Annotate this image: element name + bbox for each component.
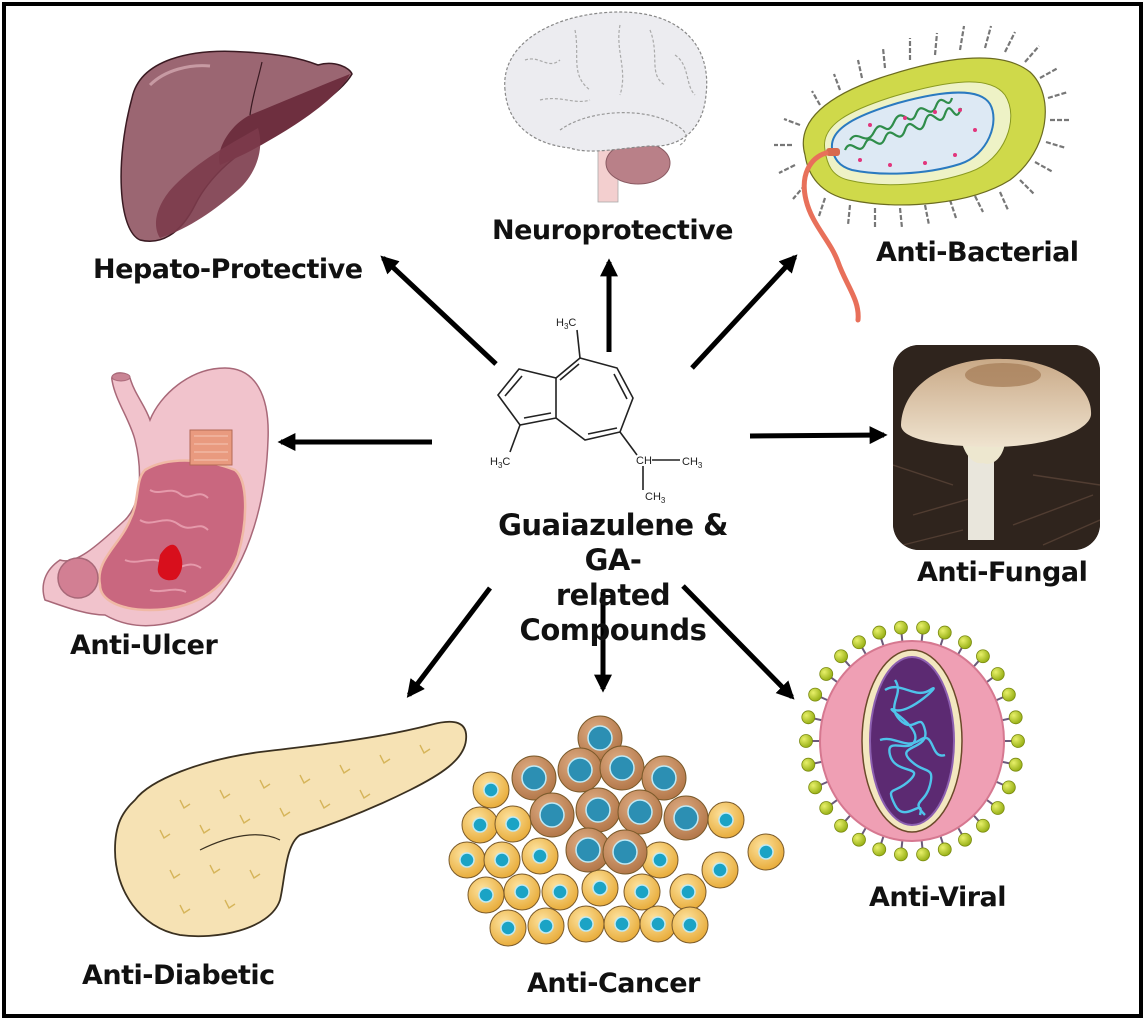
virus-spike bbox=[852, 635, 866, 650]
virus-spike bbox=[1008, 757, 1023, 772]
arrow-to-hepato bbox=[380, 255, 498, 366]
virus-spike bbox=[990, 801, 1005, 815]
virus-spike bbox=[937, 625, 952, 640]
normal-cell bbox=[567, 905, 605, 943]
label-anti-ulcer: Anti-Ulcer bbox=[70, 630, 218, 661]
bacterium-icon bbox=[774, 25, 1070, 323]
center-label-line1: Guaiazulene & GA- bbox=[498, 508, 728, 577]
arrow-to-bacterial bbox=[690, 254, 798, 370]
virus-spike bbox=[799, 734, 813, 748]
pancreas-icon bbox=[114, 720, 467, 938]
virus-spike bbox=[1008, 710, 1023, 725]
virus-spike bbox=[834, 649, 848, 664]
virus-spike bbox=[894, 620, 908, 635]
label-hepato-protective: Hepato-Protective bbox=[93, 254, 363, 285]
arrow-to-diabetic bbox=[406, 586, 492, 698]
normal-cell bbox=[483, 841, 521, 879]
isopropyl-ch3-down-label: CH3 bbox=[645, 491, 666, 505]
methyl-top-label: H3C bbox=[556, 317, 576, 331]
cancer-cell bbox=[641, 755, 687, 801]
virus-spike bbox=[1001, 687, 1016, 702]
normal-cell bbox=[494, 805, 532, 843]
virus-spike bbox=[819, 667, 834, 681]
virus-spike bbox=[872, 842, 887, 857]
normal-cell bbox=[467, 876, 505, 914]
center-label-line2: related Compounds bbox=[519, 578, 707, 647]
virus-spike bbox=[958, 635, 972, 650]
guaiazulene-structure bbox=[496, 329, 680, 490]
normal-cell bbox=[527, 907, 565, 945]
normal-cell bbox=[747, 833, 785, 871]
cancer-cell bbox=[575, 787, 621, 833]
virus-spike bbox=[852, 832, 866, 847]
virus-spike bbox=[976, 649, 990, 664]
virus-spike bbox=[1011, 734, 1025, 748]
normal-cell bbox=[448, 841, 486, 879]
normal-cell bbox=[541, 873, 579, 911]
label-anti-diabetic: Anti-Diabetic bbox=[82, 960, 275, 991]
mushroom-photo bbox=[893, 345, 1100, 550]
cancer-cell bbox=[602, 829, 648, 875]
mushroom-icon bbox=[893, 345, 1100, 550]
center-compound-label: Guaiazulene & GA- related Compounds bbox=[468, 508, 758, 648]
cancer-cell bbox=[663, 795, 709, 841]
virus-spike bbox=[916, 620, 930, 635]
label-anti-fungal: Anti-Fungal bbox=[917, 557, 1088, 588]
virus-spike bbox=[819, 801, 834, 815]
normal-cell bbox=[639, 905, 677, 943]
isopropyl-ch3-right-label: CH3 bbox=[682, 456, 703, 470]
label-anti-viral: Anti-Viral bbox=[869, 882, 1007, 913]
cancer-cell bbox=[529, 792, 575, 838]
normal-cell bbox=[701, 851, 739, 889]
normal-cell bbox=[489, 909, 527, 947]
virus-spike bbox=[894, 847, 908, 862]
virus-spike bbox=[916, 847, 930, 862]
label-anti-bacterial: Anti-Bacterial bbox=[876, 237, 1079, 268]
virus-spike bbox=[958, 832, 972, 847]
virus-spike bbox=[801, 757, 816, 772]
normal-cell bbox=[671, 906, 709, 944]
virus-spike bbox=[1001, 780, 1016, 795]
normal-cell bbox=[461, 806, 499, 844]
normal-cell bbox=[503, 873, 541, 911]
virus-spike bbox=[808, 780, 823, 795]
isopropyl-ch-label: CH bbox=[636, 455, 652, 467]
virus-spike bbox=[976, 818, 990, 833]
normal-cell bbox=[581, 869, 619, 907]
cancer-cell bbox=[511, 755, 557, 801]
normal-cell bbox=[641, 841, 679, 879]
cancer-cells-icon bbox=[448, 715, 785, 947]
virus-spike bbox=[834, 818, 848, 833]
virus-spike bbox=[808, 687, 823, 702]
cancer-cell bbox=[565, 827, 611, 873]
normal-cell bbox=[472, 771, 510, 809]
normal-cell bbox=[521, 837, 559, 875]
arrow-to-viral bbox=[681, 584, 795, 700]
stomach-icon bbox=[42, 367, 269, 627]
label-anti-cancer: Anti-Cancer bbox=[527, 968, 700, 999]
virus-spike bbox=[801, 710, 816, 725]
normal-cell bbox=[623, 873, 661, 911]
virus-spike bbox=[937, 842, 952, 857]
virus-icon bbox=[799, 620, 1025, 862]
arrow-to-fungal bbox=[749, 426, 888, 445]
cancer-cell bbox=[617, 789, 663, 835]
structure-labels: H3C H3C CH CH3 CH3 bbox=[490, 317, 703, 505]
label-neuroprotective: Neuroprotective bbox=[492, 215, 733, 246]
methyl-left-label: H3C bbox=[490, 456, 510, 470]
cancer-cell bbox=[557, 747, 603, 793]
brain-icon bbox=[504, 11, 708, 203]
virus-spike bbox=[872, 625, 887, 640]
liver-icon bbox=[120, 50, 353, 242]
normal-cell bbox=[669, 873, 707, 911]
virus-spike bbox=[990, 667, 1005, 681]
